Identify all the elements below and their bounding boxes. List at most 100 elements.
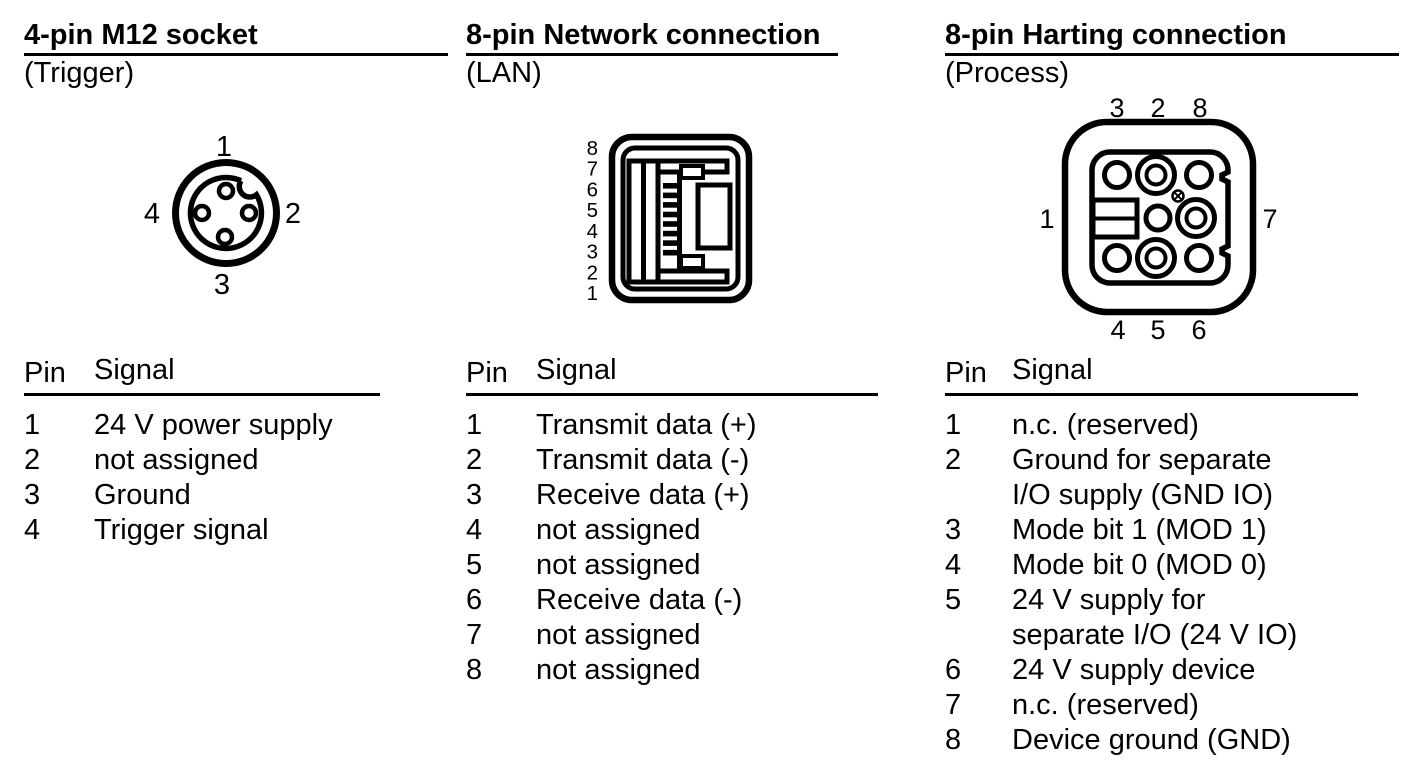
harting-pin-5-hole-outer [1135,237,1177,279]
harting-pin-2-hole-inner [1144,163,1168,187]
harting-connector-diagram: 3 2 8 1 7 4 5 6 [1039,93,1277,345]
signal-name: n.c. (reserved) [1012,409,1199,441]
pin-header: Pin [24,357,66,389]
pin-number: 2 [24,444,41,476]
pin-number: 1 [945,409,962,441]
harting-label-bottom: 6 [1191,315,1206,345]
signal-name: Trigger signal [94,514,269,546]
table-row: 4 not assigned [466,513,878,548]
pin-number: 4 [945,549,962,581]
table-row: 3 Mode bit 1 (MOD 1) [945,513,1358,548]
column-network-connection: 8-pin Network connection (LAN) Pin Signa… [466,0,878,780]
signal-name: Receive data (-) [536,584,743,616]
column-subtitle: (Process) [945,57,1070,89]
column-subtitle: (Trigger) [24,57,135,89]
table-row: 7 not assigned [466,618,878,653]
signal-name: Ground for separate I/O supply (GND IO) [1012,444,1274,511]
pin-number: 6 [466,584,483,616]
m12-pin-4-hole [192,203,212,223]
harting-outer-shell [1061,118,1257,316]
pin-number: 3 [466,479,483,511]
m12-label-left: 4 [144,198,160,230]
pin-number: 1 [24,409,41,441]
column-harting-connection: 8-pin Harting connection (Process) Pin S… [945,0,1400,780]
m12-connector-diagram: 1 2 3 4 [144,131,301,301]
column-title: 4-pin M12 socket [24,21,448,56]
pin-number: 2 [466,444,483,476]
rj45-connector-diagram: 8 7 6 5 4 3 2 1 [587,133,753,305]
rj45-bottom-tab [679,254,705,270]
column-subtitle: (LAN) [466,57,542,89]
rj45-pin-number: 5 [587,199,598,222]
signal-header: Signal [1012,354,1093,386]
pin-header: Pin [466,357,508,389]
table-row: 2 Transmit data (-) [466,443,878,478]
table-row: 7 n.c. (reserved) [945,688,1358,723]
table-row: 4 Mode bit 0 (MOD 0) [945,548,1358,583]
table-row: 1 Transmit data (+) [466,408,878,443]
harting-center-hole [1143,203,1173,233]
rj45-pin-number: 7 [587,158,598,181]
signal-name: Ground [94,479,191,511]
table-row: 1 24 V power supply [24,408,380,443]
harting-label-top: 3 [1109,93,1124,123]
m12-label-top: 1 [216,131,232,163]
pin-number: 1 [466,409,483,441]
rj45-pin-number: 4 [587,220,598,243]
pin-number: 4 [466,514,483,546]
pin-number: 8 [466,654,483,686]
table-row: 4 Trigger signal [24,513,380,548]
signal-name: not assigned [536,619,701,651]
column-title: 8-pin Network connection [466,21,838,56]
table-row: 5 not assigned [466,548,878,583]
harting-label-top: 2 [1150,93,1165,123]
m12-label-right: 2 [285,198,301,230]
signal-name: 24 V supply device [1012,654,1256,686]
table-row: 3 Ground [24,478,380,513]
m12-inner-ring-with-keyway [187,174,265,252]
signal-name: 24 V supply for separate I/O (24 V IO) [1012,584,1298,651]
signal-name: n.c. (reserved) [1012,689,1199,721]
pin-number: 3 [945,514,962,546]
table-row: 1 n.c. (reserved) [945,408,1358,443]
rj45-pin-number: 8 [587,137,598,160]
harting-screw-icon [1171,189,1185,203]
harting-pin-3-hole [1102,160,1132,190]
m12-pin-2-hole [239,203,259,223]
signal-header: Signal [536,354,617,386]
harting-insert-with-keyways [1089,149,1231,286]
m12-pin-1-hole [216,181,236,201]
column-m12-socket: 4-pin M12 socket (Trigger) Pin Signal 1 … [24,0,448,780]
harting-label-right: 7 [1262,204,1277,234]
signal-name: not assigned [536,514,701,546]
signal-name: Receive data (+) [536,479,750,511]
rj45-pin-number: 6 [587,178,598,201]
table-row: 3 Receive data (+) [466,478,878,513]
pin-number: 4 [24,514,41,546]
pin-number: 6 [945,654,962,686]
pin-header: Pin [945,357,987,389]
pin-number: 8 [945,724,962,756]
rj45-pin-numbers: 8 7 6 5 4 3 2 1 [587,137,598,305]
harting-pin-2-hole-outer [1135,154,1177,196]
rj45-pin-number: 1 [587,282,598,305]
signal-name: not assigned [94,444,259,476]
harting-pin-labels: 3 2 8 1 7 4 5 6 [1039,93,1277,345]
pin-number: 5 [945,584,962,616]
table-row: 2 Ground for separate I/O supply (GND IO… [945,443,1358,513]
rj45-plug-body [695,182,733,251]
rj45-inner-shell [620,145,741,292]
pin-table: 1 24 V power supply 2 not assigned 3 Gro… [24,408,380,548]
table-row: 8 Device ground (GND) [945,723,1358,758]
harting-label-left: 1 [1039,204,1054,234]
signal-name: Mode bit 0 (MOD 0) [1012,549,1267,581]
harting-pin-6-hole [1184,243,1214,273]
harting-label-bottom: 5 [1150,315,1165,345]
table-row: 8 not assigned [466,653,878,688]
pin-number: 7 [945,689,962,721]
pin-table-header: Pin Signal [466,356,878,396]
harting-pin-5-hole-inner [1144,246,1168,270]
table-row: 2 not assigned [24,443,380,478]
column-title: 8-pin Harting connection [945,21,1399,56]
